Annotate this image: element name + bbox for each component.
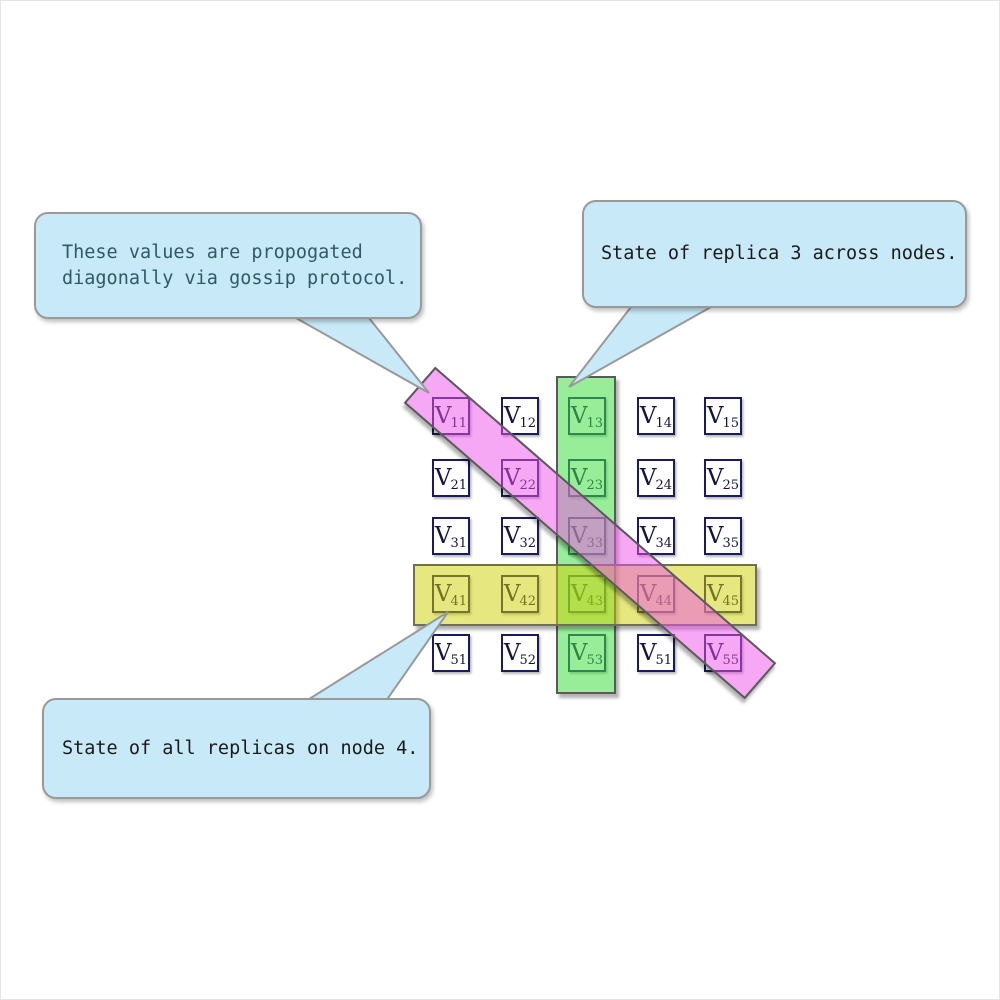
replica-callout-line1: State of replica 3 across nodes. <box>601 243 958 264</box>
cell-base-label: V <box>706 464 724 491</box>
cell-base-label: V <box>706 522 724 549</box>
cell-subscript: 21 <box>450 477 468 493</box>
cell-subscript: 51 <box>450 652 468 668</box>
gossip-callout: These values are propogated diagonally v… <box>34 212 422 319</box>
cell-subscript: 12 <box>519 415 537 431</box>
cell-base-label: V <box>706 402 724 429</box>
cell-subscript: 14 <box>655 415 673 431</box>
cell-subscript: 32 <box>519 535 537 551</box>
node4-callout-line1: State of all replicas on node 4. <box>62 737 419 759</box>
cell-subscript: 15 <box>722 415 740 431</box>
cell-base-label: V <box>503 639 521 666</box>
cell-base-label: V <box>639 522 657 549</box>
cell-base-label: V <box>503 402 521 429</box>
cell-subscript: 35 <box>722 535 740 551</box>
cell-base-label: V <box>639 639 657 666</box>
node4-callout: State of all replicas on node 4. <box>42 698 431 799</box>
cell-subscript: 24 <box>655 477 673 493</box>
cell-base-label: V <box>503 522 521 549</box>
cell-base-label: V <box>434 522 452 549</box>
cell-subscript: 52 <box>519 652 537 668</box>
cell-base-label: V <box>434 639 452 666</box>
cell-subscript: 51 <box>655 652 673 668</box>
gossip-callout-line1: These values are propogated <box>62 241 363 263</box>
replica-callout: State of replica 3 across nodes. <box>582 200 967 308</box>
cell-base-label: V <box>639 402 657 429</box>
cell-subscript: 25 <box>722 477 740 493</box>
gossip-callout-line2: diagonally via gossip protocol. <box>62 267 408 289</box>
cell-subscript: 34 <box>655 535 673 551</box>
cell-subscript: 31 <box>450 535 468 551</box>
cell-base-label: V <box>434 464 452 491</box>
cell-base-label: V <box>639 464 657 491</box>
